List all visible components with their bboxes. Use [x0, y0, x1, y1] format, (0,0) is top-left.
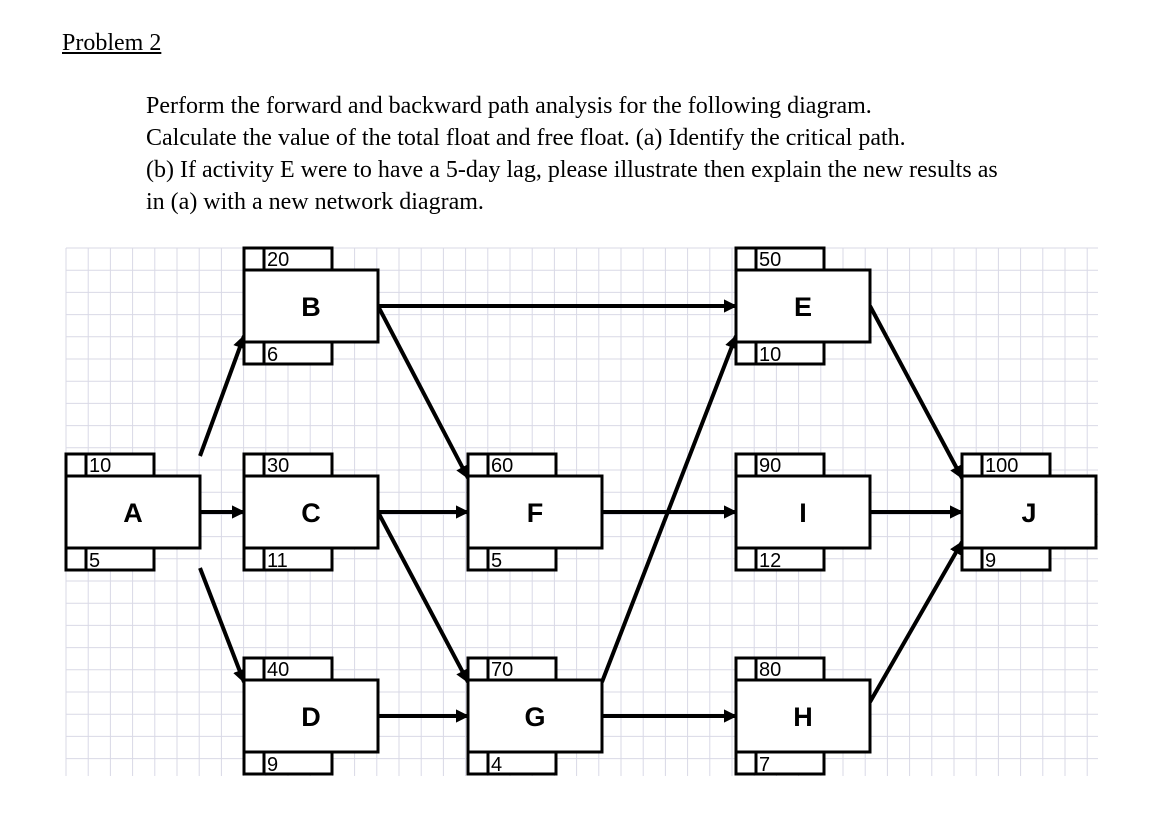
- edge-c-g: [376, 511, 470, 684]
- node-main-box: [734, 678, 872, 754]
- edge-a-b: [198, 334, 247, 457]
- edge-g-e: [600, 334, 738, 683]
- node-duration-label: 4: [491, 754, 502, 776]
- node-duration-label: 10: [759, 344, 781, 366]
- activity-node-b: 20B 6: [242, 246, 380, 366]
- node-duration-label: 6: [267, 344, 278, 366]
- node-name-label: D: [301, 702, 321, 732]
- node-duration-label: 7: [759, 754, 770, 776]
- activity-node-e: 50E 10: [734, 246, 872, 366]
- node-duration-box: [242, 546, 334, 572]
- node-duration-box: [960, 546, 1052, 572]
- node-duration-box: [242, 750, 334, 776]
- node-name-label: G: [524, 702, 545, 732]
- edge-b-f: [376, 305, 470, 480]
- node-duration-label: 9: [267, 754, 278, 776]
- node-name-label: F: [527, 498, 544, 528]
- edge-e-j: [868, 305, 964, 480]
- node-id-label: 100: [985, 455, 1018, 477]
- instruction-line: Perform the forward and backward path an…: [146, 93, 872, 119]
- node-duration-label: 5: [491, 550, 502, 572]
- node-duration-box: [734, 340, 826, 366]
- node-name-label: C: [301, 498, 321, 528]
- node-id-label: 50: [759, 249, 781, 271]
- instruction-line: (b) If activity E were to have a 5-day l…: [146, 157, 998, 183]
- node-name-label: I: [799, 498, 807, 528]
- node-main-box: [960, 474, 1098, 550]
- instruction-line: Calculate the value of the total float a…: [146, 125, 906, 151]
- node-id-label: 40: [267, 659, 289, 681]
- node-main-box: [466, 678, 604, 754]
- activity-node-a: 10A 5: [64, 452, 202, 572]
- node-duration-label: 12: [759, 550, 781, 572]
- activity-node-i: 90I 12: [734, 452, 872, 572]
- activity-node-c: 30C 11: [242, 452, 380, 572]
- activity-node-h: 80H 7: [734, 656, 872, 776]
- node-id-label: 90: [759, 455, 781, 477]
- activity-node-d: 40D 9: [242, 656, 380, 776]
- node-id-label: 80: [759, 659, 781, 681]
- edges-layer: [198, 299, 964, 723]
- node-duration-label: 11: [267, 550, 288, 572]
- node-duration-box: [466, 546, 558, 572]
- problem-title: Problem 2: [62, 30, 162, 56]
- node-main-box: [734, 474, 872, 550]
- node-duration-box: [242, 340, 334, 366]
- instructions: Perform the forward and backward path an…: [146, 90, 1156, 218]
- activity-node-f: 60F 5: [466, 452, 604, 572]
- node-id-label: 30: [267, 455, 289, 477]
- node-duration-box: [734, 750, 826, 776]
- node-id-label: 70: [491, 659, 513, 681]
- node-duration-label: 9: [985, 550, 996, 572]
- edge-a-d: [198, 567, 246, 684]
- instruction-line: in (a) with a new network diagram.: [146, 189, 484, 215]
- node-duration-box: [466, 750, 558, 776]
- node-id-label: 60: [491, 455, 513, 477]
- node-id-label: 10: [89, 455, 111, 477]
- node-main-box: [734, 268, 872, 344]
- node-name-label: A: [123, 498, 143, 528]
- node-main-box: [242, 474, 380, 550]
- node-duration-label: 5: [89, 550, 100, 572]
- node-name-label: E: [794, 292, 812, 322]
- node-duration-box: [64, 546, 156, 572]
- node-name-label: B: [301, 292, 321, 322]
- node-id-label: 20: [267, 249, 289, 271]
- edge-h-j: [868, 540, 964, 703]
- node-duration-box: [734, 546, 826, 572]
- node-main-box: [242, 268, 380, 344]
- node-name-label: J: [1021, 498, 1036, 528]
- node-name-label: H: [793, 702, 813, 732]
